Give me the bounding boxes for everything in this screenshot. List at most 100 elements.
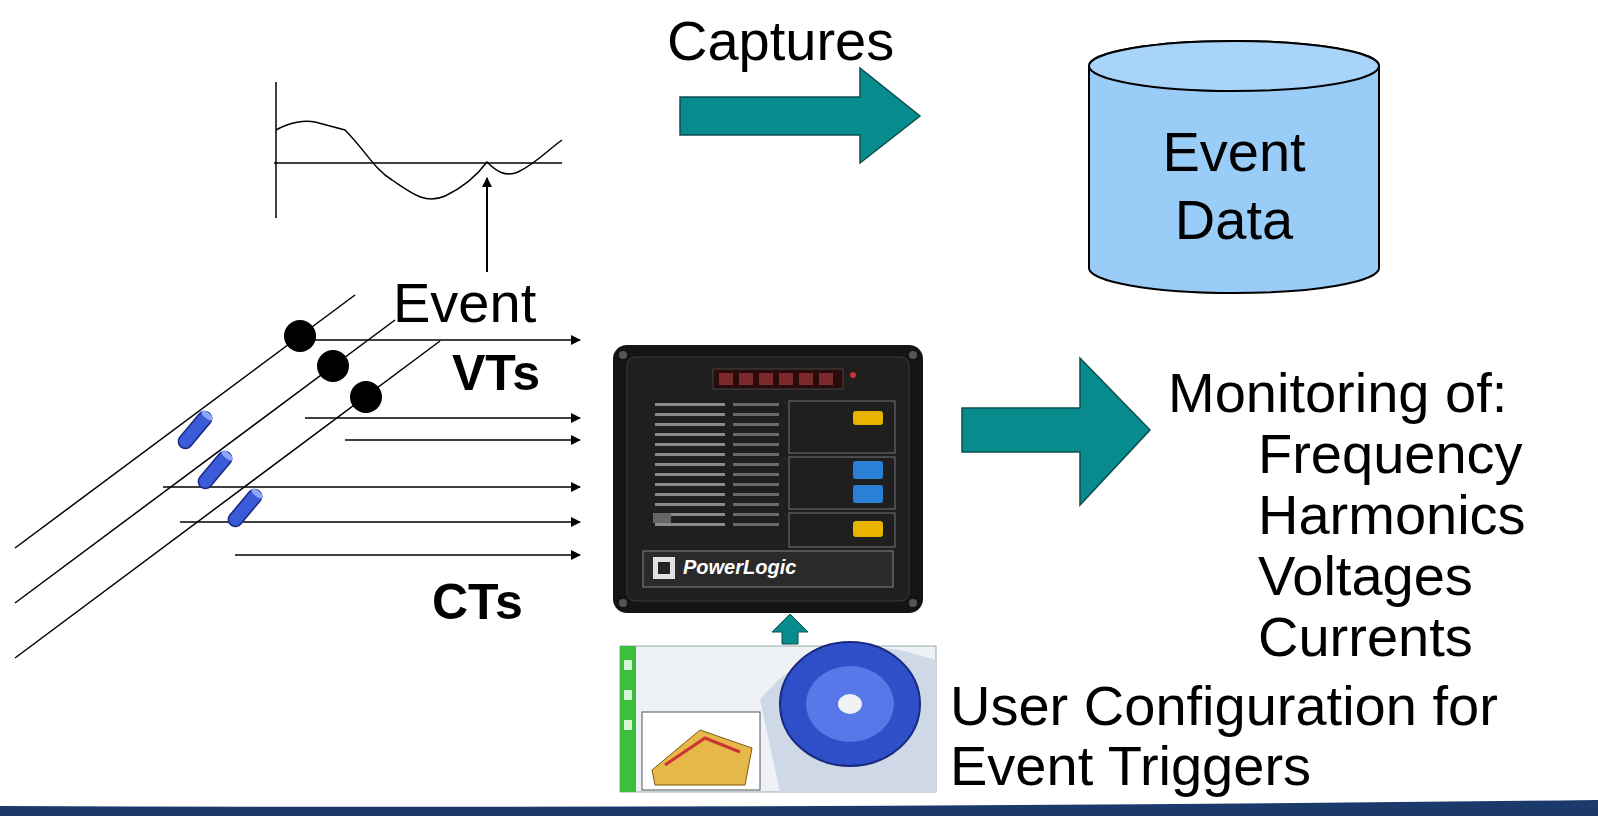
button: [853, 461, 883, 479]
axis-line: [274, 162, 562, 164]
cylinder-body: [1089, 41, 1379, 293]
strip-mark: [624, 660, 632, 670]
ct-end: [250, 487, 265, 501]
menu-line: [655, 453, 725, 456]
signal-arrow: [345, 439, 580, 441]
ct-symbol: [225, 487, 264, 530]
menu-line: [733, 513, 779, 516]
text-label: Monitoring of:: [1168, 362, 1507, 424]
cylinder-label: Event Data: [1128, 118, 1340, 254]
power-lines: [15, 295, 440, 658]
block-arrow: [680, 68, 920, 163]
display-digit: [799, 373, 813, 385]
software-picture: [620, 642, 936, 792]
axis-line: [275, 82, 277, 218]
green-strip: [620, 646, 636, 792]
menu-line: [733, 493, 779, 496]
text-label: Captures: [667, 10, 894, 72]
cylinder-top: [1089, 41, 1379, 91]
waveform-plot: [274, 82, 562, 218]
menu-line: [655, 493, 725, 496]
phase-line: [15, 320, 395, 603]
block-arrow: [962, 358, 1150, 505]
text-label: Voltages: [1258, 545, 1473, 607]
ct-body: [195, 449, 234, 492]
button: [853, 411, 883, 425]
text-label: CTs: [432, 575, 523, 630]
text-label: Event: [393, 272, 536, 334]
signal-arrow: [305, 339, 580, 341]
text-label: Harmonics: [1258, 484, 1526, 546]
menu-line: [733, 413, 779, 416]
menu-line: [733, 503, 779, 506]
vt-symbol: [317, 350, 349, 382]
display-digit: [759, 373, 773, 385]
port: [653, 513, 671, 523]
display-digit: [739, 373, 753, 385]
text-label: User Configuration for Event Triggers: [950, 676, 1570, 796]
menu-line: [733, 523, 779, 526]
brand-label: PowerLogic: [683, 556, 796, 579]
menu-line: [655, 463, 725, 466]
meter-housing: [613, 345, 923, 613]
text-label: Frequency: [1258, 423, 1523, 485]
menu-line: [655, 433, 725, 436]
database-cylinder: Event Data: [1088, 40, 1380, 294]
indicator: [850, 372, 856, 378]
phase-line: [15, 341, 440, 658]
button-box: [789, 457, 895, 509]
pencil: [665, 738, 740, 765]
menu-line: [655, 403, 725, 406]
phase-line: [15, 295, 355, 548]
ct-body: [175, 409, 214, 452]
display-digit: [779, 373, 793, 385]
logo-square: [653, 557, 675, 579]
button: [853, 521, 883, 537]
disc-hole: [838, 694, 862, 714]
disc-ring: [806, 666, 894, 742]
menu-line: [733, 453, 779, 456]
ct-symbol: [175, 409, 214, 452]
strip-mark: [624, 720, 632, 730]
menu-line: [655, 443, 725, 446]
menu-line: [655, 423, 725, 426]
vt-symbol: [350, 381, 382, 413]
disc: [780, 642, 920, 766]
signal-arrow: [235, 554, 580, 556]
meter-device: PowerLogic: [613, 345, 923, 613]
signal-arrows: [163, 340, 580, 555]
menu-line: [655, 413, 725, 416]
menu-line: [655, 523, 725, 526]
menu-line: [655, 473, 725, 476]
menu-line: [733, 473, 779, 476]
signal-arrow: [163, 486, 580, 488]
menu-line: [733, 443, 779, 446]
display-digit: [719, 373, 733, 385]
screw: [619, 351, 627, 359]
menu-line: [733, 423, 779, 426]
menu-line: [655, 483, 725, 486]
button-box: [789, 401, 895, 453]
button-box: [789, 513, 895, 547]
strip-mark: [624, 690, 632, 700]
signal-arrow: [305, 417, 580, 419]
event-pointer: [486, 178, 488, 272]
screw: [619, 599, 627, 607]
vt-symbol: [284, 320, 316, 352]
folder: [652, 730, 752, 785]
display-digit: [819, 373, 833, 385]
menu-line: [733, 403, 779, 406]
text-label: VTs: [452, 346, 540, 401]
screw: [909, 599, 917, 607]
screw: [909, 351, 917, 359]
logo-square-inner: [658, 562, 670, 574]
ct-body: [225, 487, 264, 530]
menu-line: [733, 463, 779, 466]
block-arrow: [772, 614, 808, 644]
ct-symbol: [195, 449, 234, 492]
folder-photo: [642, 712, 760, 790]
menu-line: [733, 433, 779, 436]
waveform: [276, 121, 562, 199]
logo-strip: [643, 551, 893, 587]
meter-face: [627, 357, 909, 601]
